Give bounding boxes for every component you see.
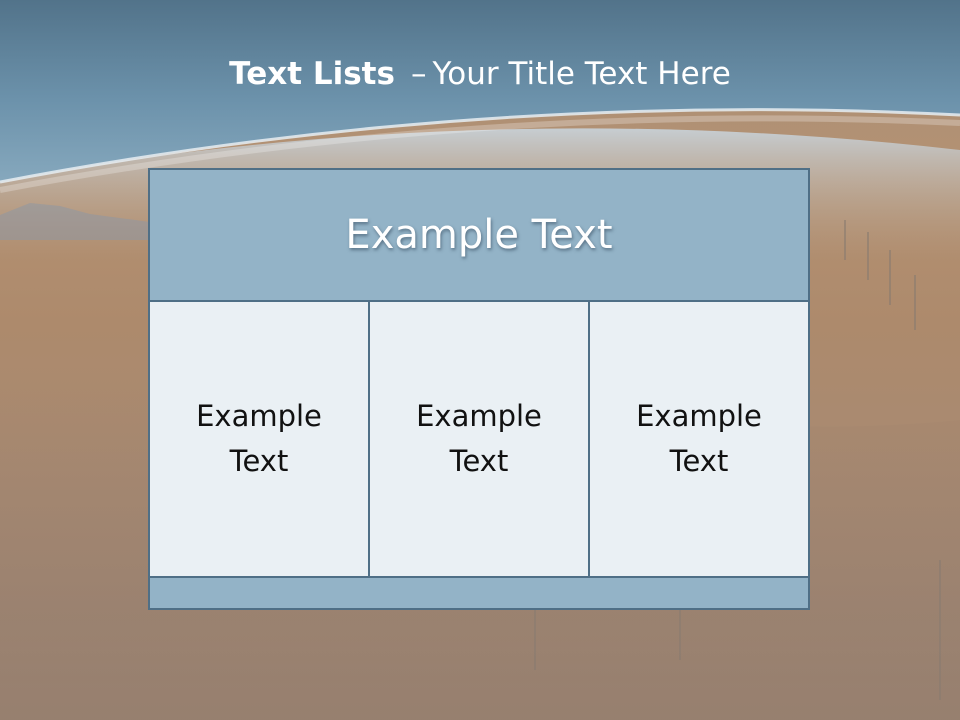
text-list-box: Example Text Example Text Example Text E… bbox=[148, 168, 810, 610]
box-header-text: Example Text bbox=[345, 212, 613, 258]
box-cell-2-text: Example Text bbox=[416, 399, 542, 478]
box-header: Example Text bbox=[150, 170, 808, 302]
title-subtitle-text: Your Title Text Here bbox=[432, 56, 731, 92]
box-cell-1: Example Text bbox=[150, 302, 368, 576]
box-cells: Example Text Example Text Example Text bbox=[150, 302, 808, 578]
box-cell-3-text: Example Text bbox=[636, 399, 762, 478]
box-cell-1-text: Example Text bbox=[196, 399, 322, 478]
box-footer-bar bbox=[150, 578, 808, 608]
title-separator: – bbox=[410, 56, 427, 92]
box-cell-2: Example Text bbox=[368, 302, 588, 576]
slide-title: Text Lists–Your Title Text Here bbox=[0, 52, 960, 96]
box-cell-3: Example Text bbox=[588, 302, 808, 576]
title-bold-text: Text Lists bbox=[229, 56, 395, 92]
